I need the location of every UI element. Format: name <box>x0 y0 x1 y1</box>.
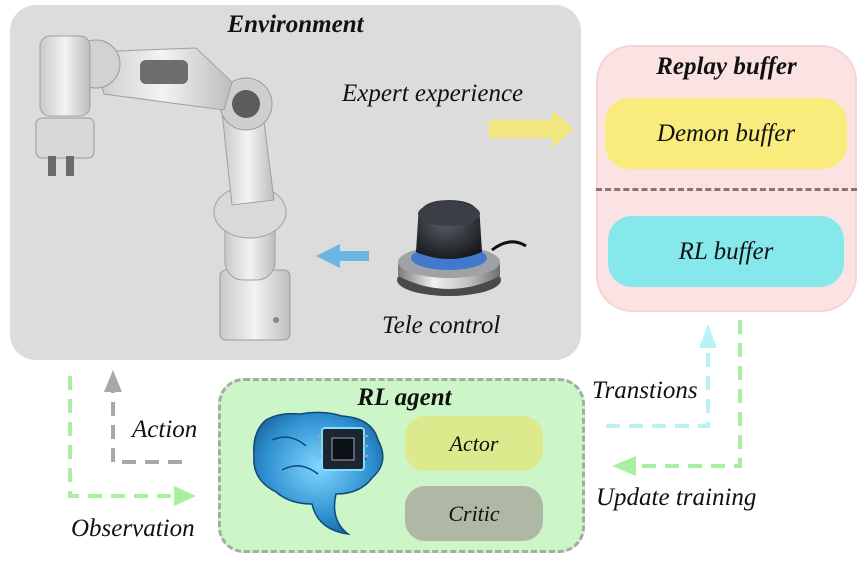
action-label: Action <box>132 416 198 443</box>
robot-arm-icon <box>35 35 291 341</box>
observation-arrow <box>68 376 196 506</box>
tele-control-label: Tele control <box>382 312 501 339</box>
actor-box: Actor <box>405 416 543 471</box>
transitions-arrow <box>606 324 717 428</box>
brain-chip-icon <box>253 411 384 536</box>
replay-buffer-title: Replay buffer <box>656 53 797 80</box>
expert-experience-arrow <box>489 110 574 148</box>
environment-title: Environment <box>227 11 364 38</box>
spacemouse-icon <box>397 200 527 296</box>
rl-agent-title: RL agent <box>357 384 452 411</box>
update-training-arrow <box>612 320 742 476</box>
critic-box: Critic <box>405 486 543 541</box>
demon-buffer-box: Demon buffer <box>605 98 847 169</box>
rl-buffer-box: RL buffer <box>608 216 844 287</box>
expert-experience-label: Expert experience <box>342 80 524 107</box>
observation-label: Observation <box>71 515 195 542</box>
tele-control-arrow <box>316 244 369 268</box>
update-training-label: Update training <box>596 484 757 511</box>
replay-divider <box>596 188 857 191</box>
action-arrow <box>104 370 182 464</box>
transitions-label: Transtions <box>592 377 698 404</box>
